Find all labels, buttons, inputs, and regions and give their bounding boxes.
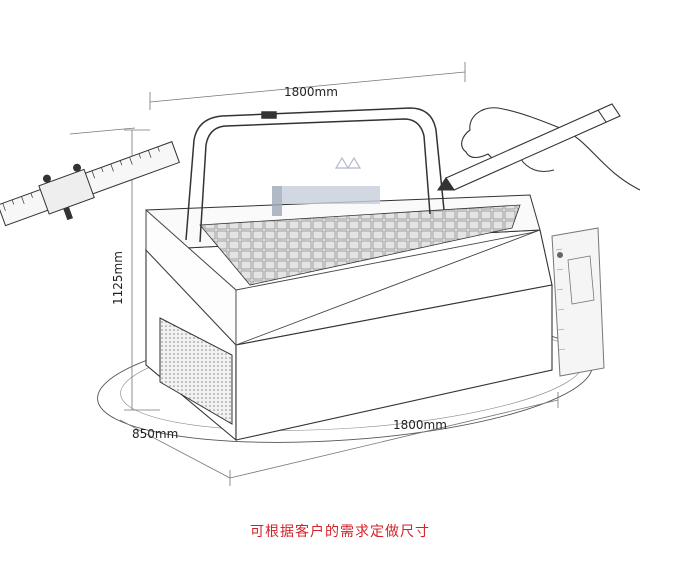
dimension-height: 1125mm: [111, 251, 125, 305]
display-top: [145, 194, 541, 347]
canopy-frame: [185, 107, 445, 243]
caliper-ruler-icon: [0, 141, 181, 227]
pencil-hand-icon: [436, 103, 641, 191]
dimension-depth: 850mm: [132, 427, 178, 441]
vertical-ruler-icon: [551, 227, 605, 377]
brand-watermark: [272, 156, 380, 216]
dimension-top-width: 1800mm: [284, 85, 338, 99]
dimension-lines: [69, 62, 559, 486]
custom-size-caption: 可根据客户的需求定做尺寸: [250, 524, 430, 540]
dimension-bottom-width: 1800mm: [393, 418, 447, 432]
